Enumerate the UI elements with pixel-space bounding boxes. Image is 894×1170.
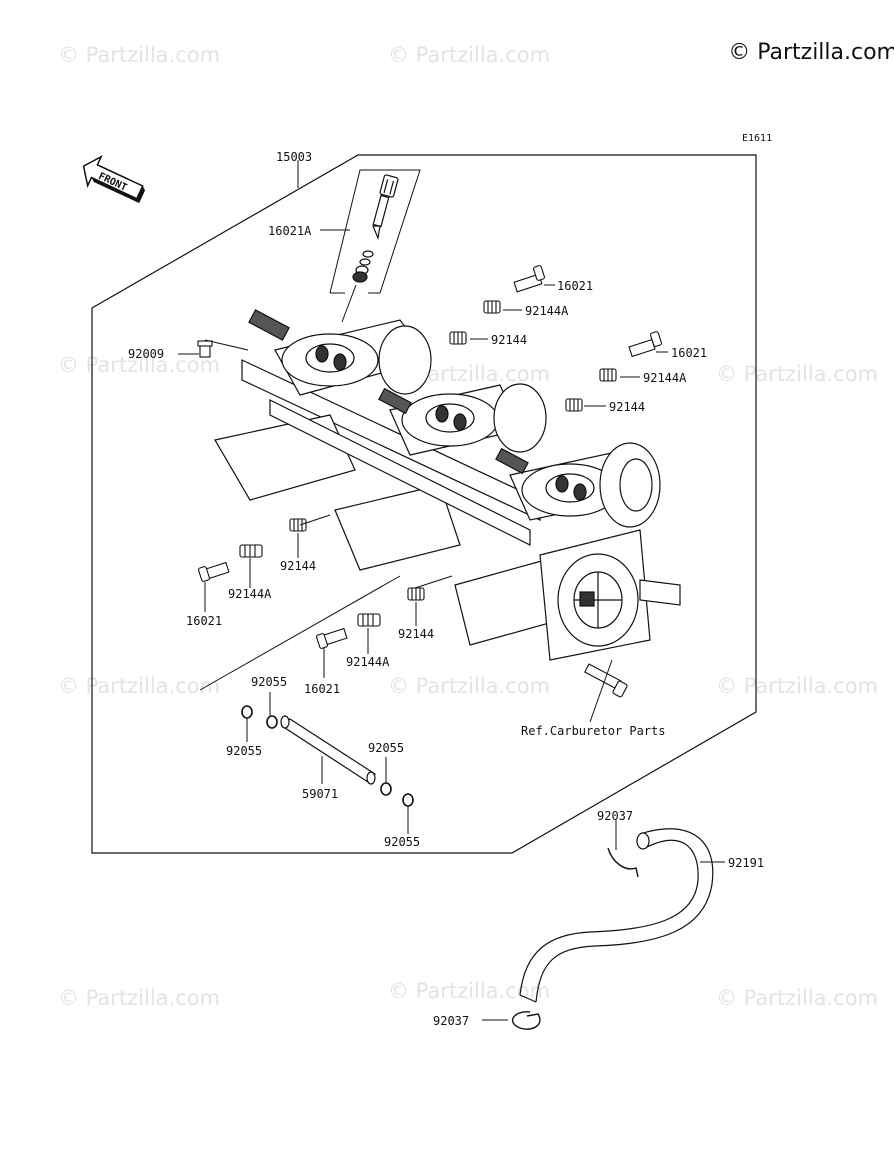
tube-icon bbox=[280, 715, 376, 785]
part-label[interactable]: 92055 bbox=[251, 675, 288, 689]
watermark: © Partzilla.com bbox=[388, 674, 551, 698]
part-label[interactable]: 92144A bbox=[346, 655, 390, 669]
part-label[interactable]: 92144A bbox=[228, 587, 272, 601]
hose-icon bbox=[519, 828, 714, 1003]
watermark: © Partzilla.com bbox=[388, 43, 551, 67]
assembly-outline bbox=[91, 154, 757, 854]
watermark: © Partzilla.com bbox=[388, 979, 551, 1003]
screw-icon bbox=[197, 265, 662, 698]
part-label[interactable]: 92037 bbox=[597, 809, 634, 823]
part-label[interactable]: 16021A bbox=[268, 224, 312, 238]
part-label[interactable]: 92144 bbox=[491, 333, 528, 347]
watermark: © Partzilla.com bbox=[58, 986, 221, 1010]
part-label[interactable]: 92144A bbox=[525, 304, 569, 318]
part-label[interactable]: 92055 bbox=[384, 835, 421, 849]
front-arrow-icon: FRONT bbox=[82, 154, 146, 204]
part-label[interactable]: 16021 bbox=[557, 279, 594, 293]
diagram-code: E1611 bbox=[742, 133, 773, 144]
leader-lines bbox=[178, 160, 725, 1021]
part-label[interactable]: 92055 bbox=[368, 741, 405, 755]
spring-icon bbox=[239, 300, 617, 627]
part-label[interactable]: 92037 bbox=[433, 1014, 470, 1028]
watermark: © Partzilla.com bbox=[716, 362, 879, 386]
watermark: © Partzilla.com bbox=[58, 353, 221, 377]
part-label[interactable]: 92144A bbox=[643, 371, 687, 385]
watermark: © Partzilla.com bbox=[716, 986, 879, 1010]
part-label[interactable]: 92144 bbox=[398, 627, 435, 641]
part-label[interactable]: 16021 bbox=[671, 346, 708, 360]
part-label[interactable]: 92009 bbox=[128, 347, 165, 361]
clamp-icon bbox=[511, 847, 639, 1030]
watermark: © Partzilla.com bbox=[58, 674, 221, 698]
part-label[interactable]: 59071 bbox=[302, 787, 339, 801]
carburetor-assembly-icon bbox=[214, 309, 681, 661]
part-label[interactable]: 16021 bbox=[186, 614, 223, 628]
part-label[interactable]: Ref.Carburetor Parts bbox=[521, 724, 666, 738]
watermark: © Partzilla.com bbox=[58, 43, 221, 67]
part-label[interactable]: 16021 bbox=[304, 682, 341, 696]
brand-watermark[interactable]: © Partzilla.com bbox=[728, 40, 894, 65]
part-label[interactable]: 92144 bbox=[280, 559, 317, 573]
watermark: © Partzilla.com bbox=[716, 674, 879, 698]
part-label[interactable]: 92144 bbox=[609, 400, 646, 414]
air-screw-detail-icon bbox=[352, 174, 399, 283]
part-label[interactable]: 15003 bbox=[276, 150, 313, 164]
detail-bracket bbox=[329, 169, 421, 323]
part-label[interactable]: 92055 bbox=[226, 744, 263, 758]
part-label[interactable]: 92191 bbox=[728, 856, 765, 870]
